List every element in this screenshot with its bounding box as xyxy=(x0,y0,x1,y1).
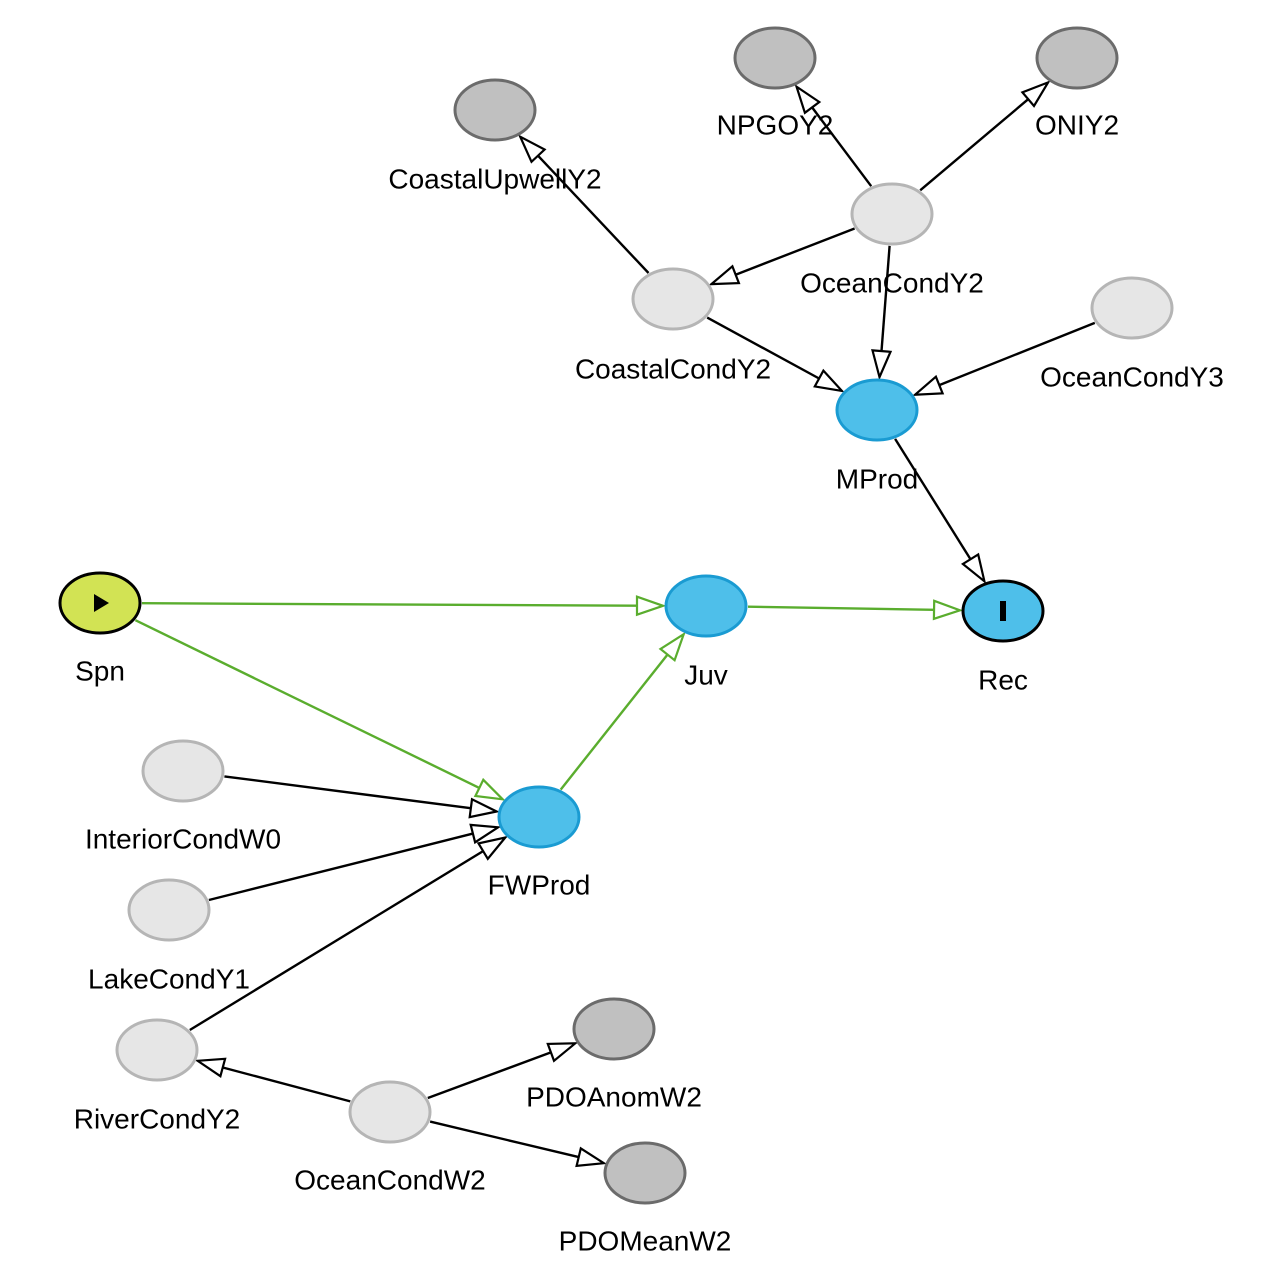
arrowhead-ocean-cond-y2-to-mprod xyxy=(871,349,893,381)
node-pdomean-w2[interactable] xyxy=(603,1141,687,1205)
node-shape-coastal-upwell-y2[interactable] xyxy=(453,78,537,142)
edge-spn-to-juv xyxy=(141,602,638,607)
arrowhead-ocean-cond-y2-to-oniy2 xyxy=(1020,80,1051,108)
arrowhead-ocean-cond-y2-to-npgoy2 xyxy=(794,83,822,115)
edge-interior-cond-w0-to-fwprod xyxy=(224,775,471,810)
edge-ocean-cond-w2-to-river-cond-y2 xyxy=(222,1066,351,1103)
edge-lake-cond-y1-to-fwprod xyxy=(208,832,474,902)
arrowhead-coastal-cond-y2-to-mprod xyxy=(813,368,845,393)
edge-spn-to-fwprod xyxy=(134,619,480,789)
arrowhead-ocean-cond-y2-to-coastal-cond-y2 xyxy=(708,264,741,286)
node-juv[interactable] xyxy=(664,574,748,638)
arrowhead-interior-cond-w0-to-fwprod xyxy=(468,797,500,819)
node-shape-ocean-cond-w2[interactable] xyxy=(348,1080,432,1144)
edge-ocean-cond-y2-to-oniy2 xyxy=(919,98,1029,192)
node-ocean-cond-y3[interactable] xyxy=(1090,276,1174,340)
arrowhead-ocean-cond-y3-to-mprod xyxy=(911,374,945,396)
arrowhead-coastal-cond-y2-to-coastal-upwell-y2 xyxy=(517,134,547,164)
node-coastal-upwell-y2[interactable] xyxy=(453,78,537,142)
arrowhead-spn-to-fwprod xyxy=(473,777,506,801)
edge-ocean-cond-y2-to-coastal-cond-y2 xyxy=(735,227,856,276)
edge-fwprod-to-juv xyxy=(559,653,669,791)
node-shape-oniy2[interactable] xyxy=(1035,26,1119,90)
node-label-oniy2: ONIY2 xyxy=(1035,109,1119,140)
node-shape-ocean-cond-y2[interactable] xyxy=(850,182,934,246)
nodes-layer xyxy=(58,26,1174,1205)
node-label-mprod: MProd xyxy=(836,463,918,494)
node-shape-npgoy2[interactable] xyxy=(733,26,817,90)
node-coastal-cond-y2[interactable] xyxy=(631,267,715,331)
node-label-pdoanom-w2: PDOAnomW2 xyxy=(526,1081,702,1112)
node-spn[interactable] xyxy=(58,571,142,635)
node-label-lake-cond-y1: LakeCondY1 xyxy=(88,963,250,994)
arrowhead-ocean-cond-w2-to-river-cond-y2 xyxy=(194,1057,227,1078)
node-label-pdomean-w2: PDOMeanW2 xyxy=(559,1225,732,1256)
node-label-juv: Juv xyxy=(684,659,728,690)
edges-layer xyxy=(134,80,1096,1168)
node-npgoy2[interactable] xyxy=(733,26,817,90)
node-label-fwprod: FWProd xyxy=(488,869,591,900)
node-label-interior-cond-w0: InteriorCondW0 xyxy=(85,823,281,854)
arrowhead-ocean-cond-w2-to-pdomean-w2 xyxy=(575,1146,608,1168)
node-label-coastal-cond-y2: CoastalCondY2 xyxy=(575,353,771,384)
labels-layer: NPGOY2 ONIY2CoastalUpwellY2OceanCondY2Coa… xyxy=(74,109,1224,1256)
node-interior-cond-w0[interactable] xyxy=(141,739,225,803)
node-ocean-cond-y2[interactable] xyxy=(850,182,934,246)
node-shape-mprod[interactable] xyxy=(835,378,919,442)
node-shape-fwprod[interactable] xyxy=(497,785,581,849)
node-shape-pdoanom-w2[interactable] xyxy=(572,997,656,1061)
node-mprod[interactable] xyxy=(835,378,919,442)
edge-coastal-cond-y2-to-mprod xyxy=(706,316,820,380)
node-shape-ocean-cond-y3[interactable] xyxy=(1090,276,1174,340)
arrowhead-mprod-to-rec xyxy=(961,552,987,585)
edge-ocean-cond-w2-to-pdoanom-w2 xyxy=(427,1051,552,1100)
node-pdoanom-w2[interactable] xyxy=(572,997,656,1061)
node-lake-cond-y1[interactable] xyxy=(127,878,211,942)
arrowhead-river-cond-y2-to-fwprod xyxy=(476,835,509,861)
node-oniy2[interactable] xyxy=(1035,26,1119,90)
edge-juv-to-rec xyxy=(747,605,935,611)
node-label-spn: Spn xyxy=(75,655,125,686)
node-rec[interactable] xyxy=(961,579,1045,643)
node-label-coastal-upwell-y2: CoastalUpwellY2 xyxy=(388,163,601,194)
node-shape-interior-cond-w0[interactable] xyxy=(141,739,225,803)
arrowhead-fwprod-to-juv xyxy=(658,631,686,663)
edge-river-cond-y2-to-fwprod xyxy=(189,850,484,1032)
edge-ocean-cond-y2-to-mprod xyxy=(880,245,891,352)
node-label-ocean-cond-w2: OceanCondW2 xyxy=(294,1164,485,1195)
node-river-cond-y2[interactable] xyxy=(115,1018,199,1082)
node-ocean-cond-w2[interactable] xyxy=(348,1080,432,1144)
arrowhead-ocean-cond-w2-to-pdoanom-w2 xyxy=(546,1042,579,1063)
edge-mprod-to-rec xyxy=(894,438,972,560)
edge-ocean-cond-w2-to-pdomean-w2 xyxy=(429,1120,579,1159)
arrowhead-spn-to-juv xyxy=(635,595,667,617)
node-shape-pdomean-w2[interactable] xyxy=(603,1141,687,1205)
node-shape-coastal-cond-y2[interactable] xyxy=(631,267,715,331)
arrowhead-juv-to-rec xyxy=(932,599,964,621)
node-label-ocean-cond-y2: OceanCondY2 xyxy=(800,267,984,298)
node-shape-river-cond-y2[interactable] xyxy=(115,1018,199,1082)
node-label-river-cond-y2: RiverCondY2 xyxy=(74,1103,241,1134)
node-shape-juv[interactable] xyxy=(664,574,748,638)
node-shape-lake-cond-y1[interactable] xyxy=(127,878,211,942)
bar-icon xyxy=(1000,601,1006,621)
arrowhead-lake-cond-y1-to-fwprod xyxy=(469,823,502,845)
node-label-npgoy2: NPGOY2 xyxy=(717,109,834,140)
node-label-rec: Rec xyxy=(978,664,1028,695)
edge-ocean-cond-y3-to-mprod xyxy=(938,321,1096,387)
node-fwprod[interactable] xyxy=(497,785,581,849)
edge-ocean-cond-y2-to-npgoy2 xyxy=(811,106,873,187)
edge-coastal-cond-y2-to-coastal-upwell-y2 xyxy=(537,154,650,274)
play-icon xyxy=(94,594,109,612)
node-label-ocean-cond-y3: OceanCondY3 xyxy=(1040,361,1224,392)
